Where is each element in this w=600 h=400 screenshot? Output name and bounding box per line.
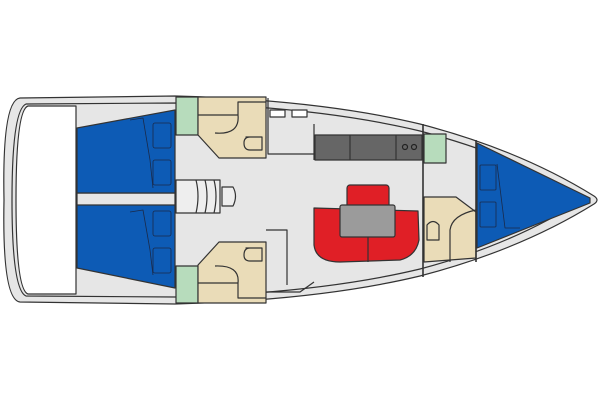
hull-inner-line	[11, 102, 586, 298]
aft-cabin-starboard-locker-line	[129, 209, 154, 276]
forward-cabin-locker	[479, 201, 497, 228]
instrument-panel	[269, 109, 286, 118]
saloon-table	[339, 204, 396, 238]
companionway-steps	[175, 179, 221, 214]
cockpit	[15, 105, 77, 295]
stove-burner-icon	[410, 143, 418, 151]
aft-cabin-port-berth	[76, 109, 176, 194]
head-port-shower-line	[198, 101, 266, 134]
aft-cabin-starboard-locker	[152, 247, 172, 274]
wet-locker-forward	[423, 133, 447, 164]
galley-counter	[314, 134, 423, 161]
companionway-step-top	[221, 186, 237, 207]
instrument-panel	[291, 109, 308, 118]
wet-locker-aft-starboard	[175, 265, 199, 304]
forward-cabin-berth	[476, 142, 591, 249]
stove-burner-icon	[401, 143, 409, 151]
head-starboard	[197, 241, 267, 304]
forward-cabin-locker	[479, 164, 497, 191]
toilet-icon	[243, 136, 263, 151]
forward-cabin-locker-line	[496, 163, 520, 229]
aft-cabin-port-locker-line	[129, 117, 154, 189]
toilet-icon	[243, 247, 263, 262]
head-port	[197, 96, 267, 159]
toilet-icon	[426, 220, 440, 241]
aft-cabin-port-locker	[152, 159, 172, 186]
aft-cabin-port-locker	[152, 122, 172, 149]
aft-cabin-starboard-berth	[76, 204, 176, 289]
aft-cabin-starboard-locker	[152, 210, 172, 237]
chart-table-outline	[266, 98, 315, 293]
head-starboard-shower-line	[198, 265, 266, 299]
forward-head-line	[449, 209, 477, 262]
wet-locker-aft-port	[175, 96, 199, 136]
